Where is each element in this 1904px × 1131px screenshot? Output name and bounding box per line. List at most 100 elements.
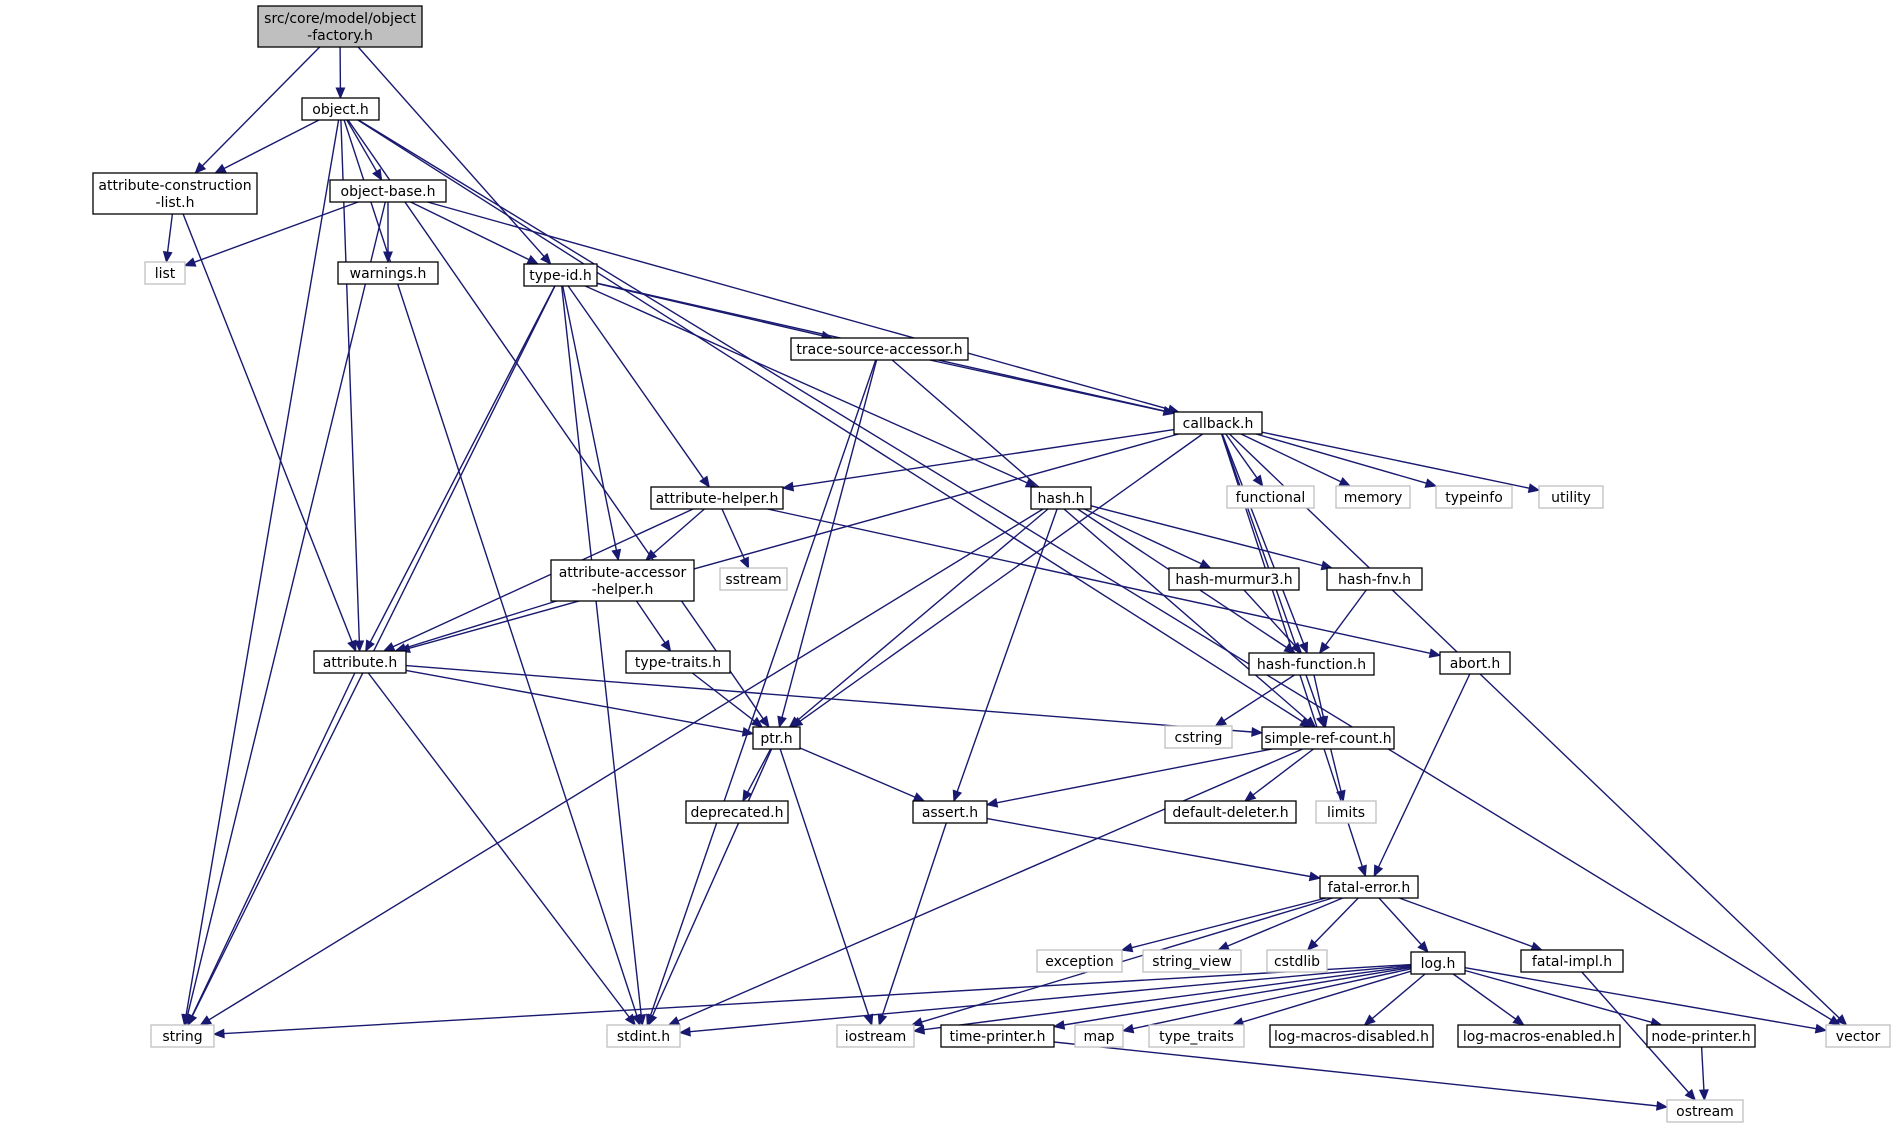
edge-arrowhead	[1052, 1020, 1066, 1030]
edge-objbase-to-string	[182, 201, 386, 1027]
node-box	[1261, 726, 1395, 750]
node-lme[interactable]: log-macros-enabled.h	[1457, 1024, 1621, 1048]
edge-line	[746, 748, 772, 793]
edge-line	[369, 285, 556, 643]
node-tsa[interactable]: trace-source-accessor.h	[790, 337, 969, 361]
edge-root-to-object	[335, 46, 346, 100]
node-timeprinter[interactable]: time-printer.h	[940, 1024, 1055, 1048]
edge-line	[721, 508, 746, 560]
node-fatal[interactable]: fatal-error.h	[1319, 875, 1419, 899]
edge-line	[410, 201, 530, 261]
edge-arrowhead	[1290, 641, 1303, 654]
node-aaccessor[interactable]: attribute-accessor-helper.h	[550, 559, 695, 602]
edge-arrowhead	[1373, 864, 1384, 878]
node-label: warnings.h	[350, 266, 427, 282]
node-label: src/core/model/object	[264, 11, 416, 27]
edge-fatal-to-fimpl	[1398, 897, 1544, 952]
edge-line	[781, 359, 878, 718]
node-ahelper[interactable]: attribute-helper.h	[650, 486, 784, 510]
edge-arrowhead	[636, 1014, 647, 1027]
node-cstring: cstring	[1164, 725, 1233, 749]
edge-arrowhead	[194, 162, 207, 174]
edge-arrowhead	[645, 549, 658, 561]
node-acl[interactable]: attribute-construction-list.h	[92, 172, 258, 215]
node-nodeprinter[interactable]: node-printer.h	[1646, 1024, 1756, 1048]
node-label: exception	[1045, 954, 1113, 970]
node-defdel[interactable]: default-deleter.h	[1164, 800, 1297, 824]
edge-arrowhead	[788, 716, 801, 728]
edge-ahelper-to-sstream	[721, 508, 750, 570]
node-assert[interactable]: assert.h	[912, 800, 988, 824]
edge-callback-to-vector	[1229, 433, 1848, 1026]
node-iostream: iostream	[836, 1024, 915, 1048]
node-log[interactable]: log.h	[1410, 951, 1466, 975]
node-label: fatal-error.h	[1328, 880, 1410, 896]
edge-log-to-lmd	[1363, 973, 1426, 1026]
node-label: string	[162, 1029, 202, 1045]
node-label: stdint.h	[617, 1029, 670, 1045]
edge-line	[1243, 589, 1296, 647]
edge-typetraits-to-ptr	[691, 672, 764, 728]
edge-line	[1330, 748, 1342, 792]
edge-line	[767, 508, 1431, 654]
edge-arrowhead	[383, 251, 393, 264]
node-label: time-printer.h	[950, 1029, 1046, 1045]
node-object[interactable]: object.h	[301, 97, 380, 121]
node-label: type-id.h	[529, 268, 591, 284]
node-label: default-deleter.h	[1172, 805, 1288, 821]
edge-arrowhead	[624, 1013, 636, 1027]
node-hash[interactable]: hash.h	[1030, 486, 1092, 510]
edge-arrowhead	[1214, 716, 1228, 727]
edge-arrowhead	[952, 789, 963, 803]
node-map: map	[1074, 1024, 1124, 1048]
node-callback[interactable]: callback.h	[1173, 411, 1263, 435]
edge-line	[358, 119, 1832, 1021]
edge-line	[186, 201, 386, 1016]
edge-arrowhead	[699, 475, 711, 489]
node-ostream: ostream	[1666, 1099, 1744, 1123]
edge-line	[562, 285, 618, 551]
node-label: assert.h	[922, 805, 978, 821]
edge-tsa-to-callback	[929, 359, 1176, 416]
node-warnings[interactable]: warnings.h	[337, 261, 439, 285]
node-typeid[interactable]: type-id.h	[523, 263, 598, 287]
node-box	[1168, 567, 1300, 591]
edge-line	[392, 508, 694, 648]
edge-object-to-string	[181, 119, 340, 1027]
node-fnv[interactable]: hash-fnv.h	[1326, 567, 1423, 591]
node-objbase[interactable]: object-base.h	[329, 179, 447, 203]
node-abort[interactable]: abort.h	[1439, 651, 1511, 675]
edge-line	[779, 748, 870, 1016]
node-deprecated[interactable]: deprecated.h	[685, 800, 789, 824]
edge-tsa-to-src	[891, 359, 1317, 728]
edge-line	[881, 822, 947, 1016]
node-string: string	[150, 1024, 215, 1048]
node-label: utility	[1551, 490, 1591, 506]
node-box	[1410, 951, 1466, 975]
node-label: deprecated.h	[690, 805, 783, 821]
node-murmur[interactable]: hash-murmur3.h	[1168, 567, 1300, 591]
edge-root-to-acl	[194, 46, 321, 174]
node-label: map	[1083, 1029, 1114, 1045]
edge-line	[1398, 897, 1533, 948]
node-label: list	[155, 266, 176, 282]
node-box	[1315, 800, 1377, 824]
node-attribute[interactable]: attribute.h	[313, 650, 407, 674]
node-lmd[interactable]: log-macros-disabled.h	[1269, 1024, 1434, 1048]
node-label: sstream	[725, 572, 781, 588]
edge-arrowhead	[1656, 1100, 1669, 1111]
node-exception: exception	[1036, 949, 1123, 973]
node-fimpl[interactable]: fatal-impl.h	[1520, 949, 1624, 973]
node-ptr[interactable]: ptr.h	[752, 726, 801, 750]
edge-line	[357, 119, 1303, 723]
node-box	[1666, 1099, 1744, 1123]
edge-line	[408, 433, 1179, 649]
node-src[interactable]: simple-ref-count.h	[1261, 726, 1395, 750]
node-hashfn[interactable]: hash-function.h	[1248, 652, 1375, 676]
edge-arrowhead	[526, 254, 540, 265]
node-box	[523, 263, 598, 287]
node-typetraits[interactable]: type-traits.h	[625, 650, 731, 674]
node-root[interactable]: src/core/model/object-factory.h	[257, 5, 423, 48]
edge-hash-to-string	[199, 508, 1044, 1026]
edge-src-to-limits	[1330, 748, 1346, 803]
